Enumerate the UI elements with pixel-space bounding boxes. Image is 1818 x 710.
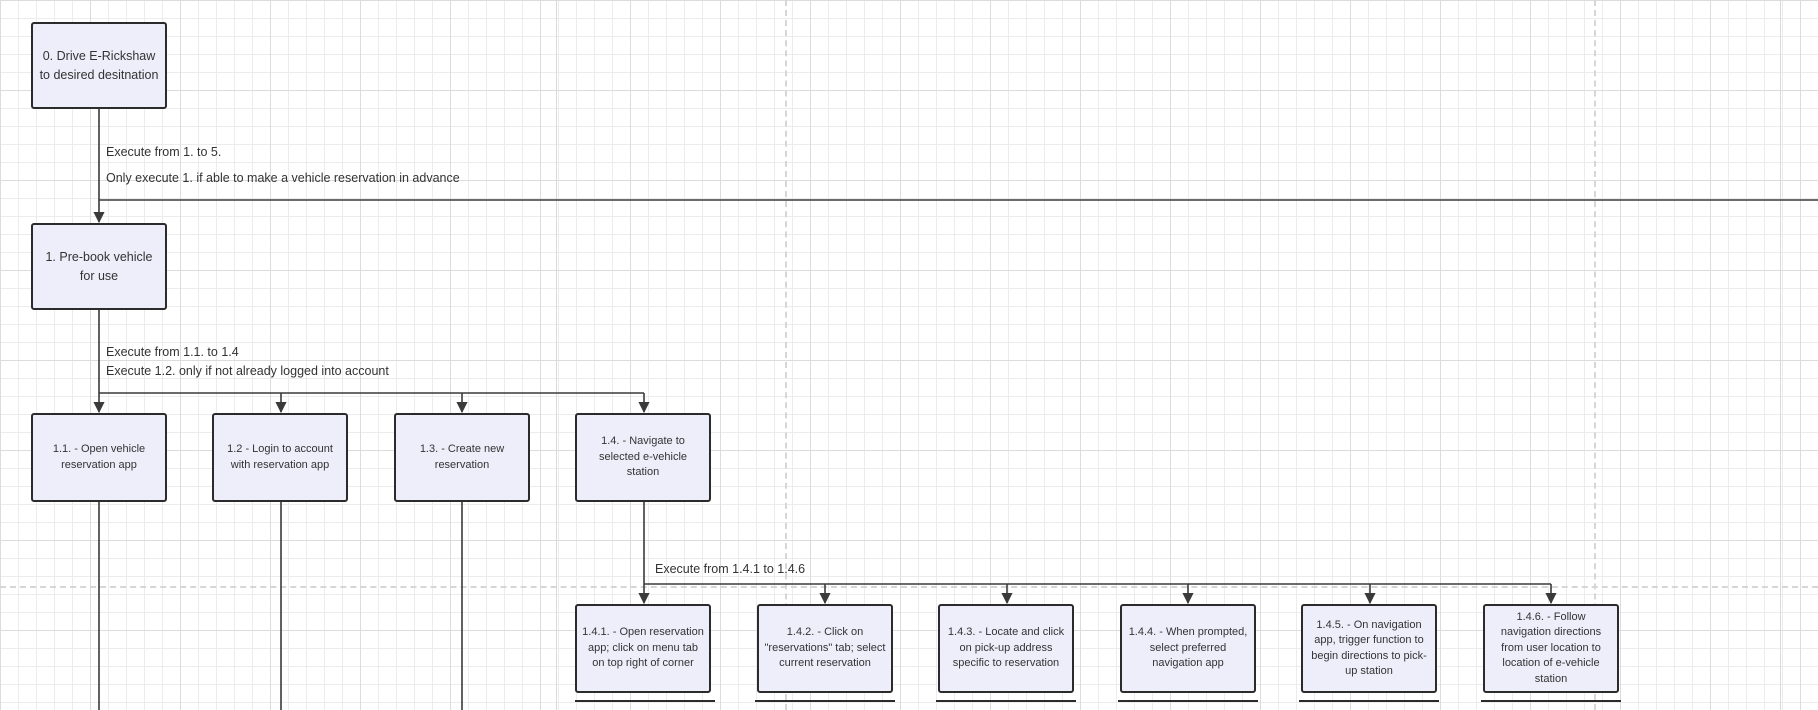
task-node-1-3[interactable]: 1.3. - Create new reservation bbox=[394, 413, 530, 502]
task-node-1-4-1-label: 1.4.1. - Open reservation app; click on … bbox=[582, 626, 704, 670]
task-node-1-4-label: 1.4. - Navigate to selected e-vehicle st… bbox=[598, 435, 688, 479]
task-node-1[interactable]: 1. Pre-book vehicle for use bbox=[31, 223, 167, 310]
plan-0-label-2: Only execute 1. if able to make a vehicl… bbox=[106, 171, 460, 185]
task-node-1-3-label: 1.3. - Create new reservation bbox=[419, 443, 505, 471]
stop-line bbox=[1481, 700, 1621, 702]
task-node-1-4-1[interactable]: 1.4.1. - Open reservation app; click on … bbox=[575, 604, 711, 693]
stop-line bbox=[575, 700, 715, 702]
pane-divider bbox=[1780, 0, 1781, 710]
task-node-1-4-5[interactable]: 1.4.5. - On navigation app, trigger func… bbox=[1301, 604, 1437, 693]
pane-divider bbox=[556, 0, 557, 710]
task-node-1-4[interactable]: 1.4. - Navigate to selected e-vehicle st… bbox=[575, 413, 711, 502]
task-node-1-1-label: 1.1. - Open vehicle reservation app bbox=[52, 443, 146, 471]
task-node-1-label: 1. Pre-book vehicle for use bbox=[45, 250, 153, 283]
stop-line bbox=[1299, 700, 1439, 702]
plan-0-label-1: Execute from 1. to 5. bbox=[106, 145, 222, 159]
task-node-1-1[interactable]: 1.1. - Open vehicle reservation app bbox=[31, 413, 167, 502]
task-node-1-4-2-label: 1.4.2. - Click on "reservations" tab; se… bbox=[764, 626, 886, 670]
page-break-horizontal bbox=[0, 586, 1818, 588]
task-node-1-4-6-label: 1.4.6. - Follow navigation directions fr… bbox=[1500, 611, 1602, 685]
task-node-1-4-5-label: 1.4.5. - On navigation app, trigger func… bbox=[1311, 618, 1427, 677]
task-node-1-4-3-label: 1.4.3. - Locate and click on pick-up add… bbox=[947, 626, 1065, 670]
task-node-1-4-2[interactable]: 1.4.2. - Click on "reservations" tab; se… bbox=[757, 604, 893, 693]
task-node-1-4-4-label: 1.4.4. - When prompted, select preferred… bbox=[1128, 626, 1248, 670]
stop-line bbox=[755, 700, 895, 702]
plan-1-label-2: Execute 1.2. only if not already logged … bbox=[106, 364, 389, 378]
task-node-0-label: 0. Drive E-Rickshaw to desired desitnati… bbox=[39, 49, 159, 82]
task-node-1-4-6[interactable]: 1.4.6. - Follow navigation directions fr… bbox=[1483, 604, 1619, 693]
task-node-1-4-4[interactable]: 1.4.4. - When prompted, select preferred… bbox=[1120, 604, 1256, 693]
plan-1-4-label: Execute from 1.4.1 to 1.4.6 bbox=[655, 562, 806, 576]
page-break-vertical bbox=[1594, 0, 1596, 710]
task-node-1-2[interactable]: 1.2 - Login to account with reservation … bbox=[212, 413, 348, 502]
task-node-1-2-label: 1.2 - Login to account with reservation … bbox=[227, 443, 333, 471]
task-node-0[interactable]: 0. Drive E-Rickshaw to desired desitnati… bbox=[31, 22, 167, 109]
task-node-1-4-3[interactable]: 1.4.3. - Locate and click on pick-up add… bbox=[938, 604, 1074, 693]
page-break-vertical bbox=[785, 0, 787, 710]
stop-line bbox=[936, 700, 1076, 702]
plan-1-label-1: Execute from 1.1. to 1.4 bbox=[106, 345, 239, 359]
stop-line bbox=[1118, 700, 1258, 702]
